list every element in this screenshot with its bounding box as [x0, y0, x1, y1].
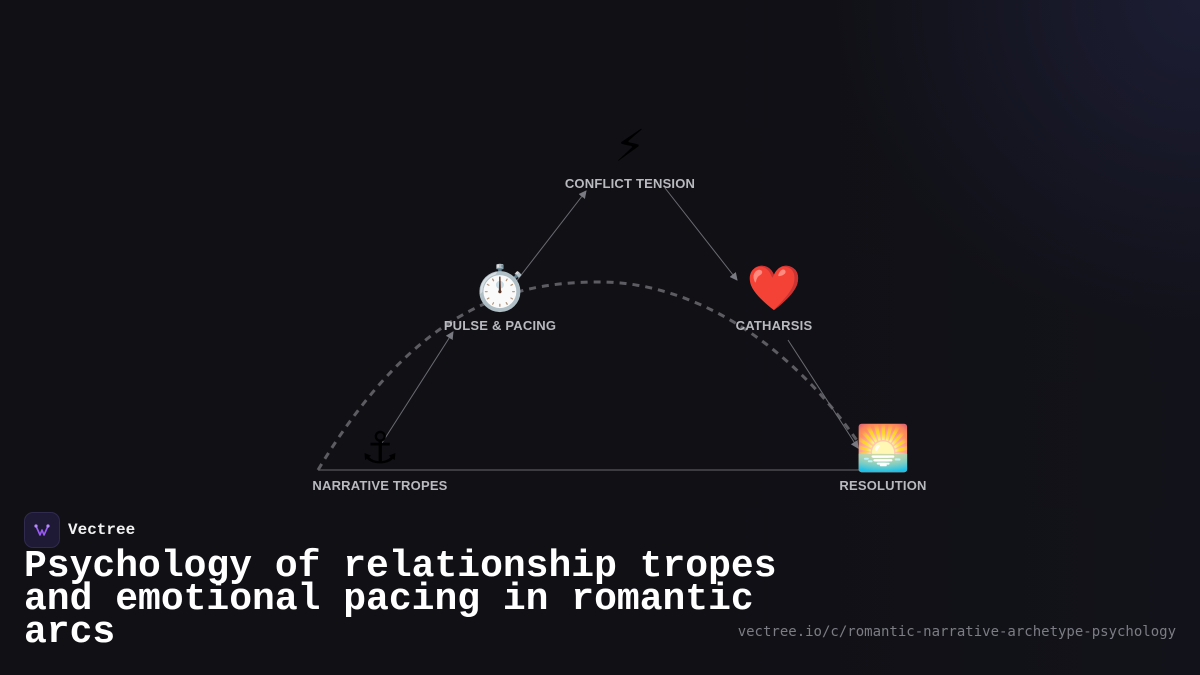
heart-icon: ❤️: [746, 263, 802, 314]
emotional-arc-curve: [316, 280, 864, 471]
node-label: RESOLUTION: [839, 478, 927, 493]
brand-name: Vectree: [68, 521, 136, 539]
node-catharsis: ❤️ CATHARSIS: [664, 263, 884, 334]
anchor-icon: ⚓: [360, 423, 400, 474]
sunrise-icon: 🌅: [855, 423, 911, 474]
vectree-logo-icon: [24, 512, 60, 548]
node-narrative-tropes: ⚓ NARRATIVE TROPES: [270, 423, 490, 494]
stopwatch-icon: ⏱️: [472, 263, 528, 314]
arrow-narrative-to-pulse: [381, 331, 454, 444]
node-pulse-pacing: ⏱️ PULSE & PACING: [390, 263, 610, 334]
node-label: CATHARSIS: [735, 318, 813, 333]
page-url[interactable]: vectree.io/c/romantic-narrative-archetyp…: [737, 624, 1176, 640]
arrow-pulse-to-conflict: [514, 190, 587, 284]
arrow-catharsis-to-resolution: [787, 339, 859, 449]
node-label: CONFLICT TENSION: [564, 176, 696, 191]
node-label: NARRATIVE TROPES: [312, 478, 448, 493]
node-label: PULSE & PACING: [443, 318, 557, 333]
arrow-conflict-to-catharsis: [664, 187, 738, 281]
brand[interactable]: Vectree: [24, 512, 135, 548]
node-resolution: 🌅 RESOLUTION: [773, 423, 993, 494]
node-conflict-tension: ⚡ CONFLICT TENSION: [520, 121, 740, 192]
lightning-icon: ⚡: [614, 121, 646, 172]
page-title: Psychology of relationship tropes and em…: [24, 545, 777, 654]
